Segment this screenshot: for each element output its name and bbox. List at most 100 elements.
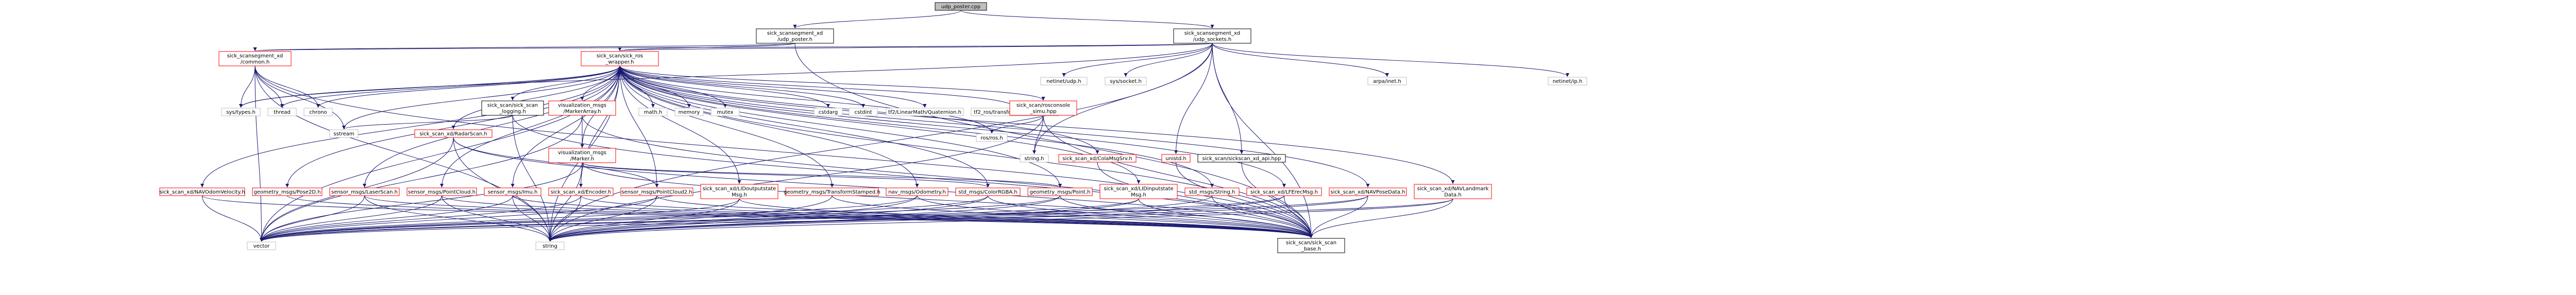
node-label: /MarkerArray.h xyxy=(564,109,601,115)
node-box xyxy=(1009,100,1077,116)
node-colarray[interactable]: sick_scan_xd/ColaMsgSrv.h xyxy=(1058,154,1137,163)
edge-ros_wrapper_h-to-radar_scan xyxy=(451,65,620,130)
edge-lidoutput-to-scan_base xyxy=(739,198,1313,238)
node-label: unistd.h xyxy=(1165,156,1186,162)
node-sick_scan_logging[interactable]: sick_scan/sick_scan_logging.h xyxy=(481,100,544,116)
node-tf2_quat: tf2/LinearMath/Quaternion.h xyxy=(886,108,964,116)
node-label: visualization_msgs xyxy=(558,103,606,109)
node-box xyxy=(548,100,616,116)
node-radar_scan[interactable]: sick_scan_xd/RadarScan.h xyxy=(414,129,493,138)
node-box xyxy=(700,184,778,199)
edge-lidoutput-to-vector xyxy=(260,198,740,242)
node-colorrgba[interactable]: std_msgs/ColorRGBA.h xyxy=(955,187,1021,196)
node-pointcloud[interactable]: sensor_msgs/PointCloud.h xyxy=(406,187,477,196)
node-lferec[interactable]: sick_scan_xd/LFErecMsg.h xyxy=(1246,187,1322,196)
node-label: chrono xyxy=(309,110,327,115)
node-label: sensor_msgs/PointCloud2.h xyxy=(621,189,692,195)
node-box xyxy=(484,187,541,196)
node-sickscan_xd_api[interactable]: sick_scan/sickscan_xd_api.hpp xyxy=(1197,154,1286,163)
node-encoder[interactable]: sick_scan_xd/Encoder.h xyxy=(548,187,614,196)
node-scan_base[interactable]: sick_scan/sick_scan_base.h xyxy=(1277,238,1345,253)
edge-colorrgba-to-vector xyxy=(260,195,988,242)
node-box xyxy=(1027,187,1093,196)
node-box xyxy=(1246,187,1322,196)
edge-ros_wrapper_h-to-cstdint xyxy=(619,65,865,108)
edge-tf_stamped-to-scan_base xyxy=(832,195,1313,238)
edge-navodom_vel-to-vector xyxy=(202,195,263,242)
edge-unistd-to-scan_base xyxy=(1176,162,1313,238)
edge-ros_wrapper_h-to-scan_base xyxy=(619,65,1313,238)
edge-common_h-to-scan_base xyxy=(255,65,1313,238)
node-box xyxy=(638,108,668,116)
node-label: sick_scan/sick_scan xyxy=(1286,240,1336,246)
node-geom_pose2d[interactable]: geometry_msgs/Pose2D.h xyxy=(252,187,323,196)
node-label: sstream xyxy=(333,131,354,137)
node-label: geometry_msgs/Point.h xyxy=(1030,189,1091,195)
node-label: nav_msgs/Odometry.h xyxy=(888,189,946,195)
edge-radar_scan-to-scan_base xyxy=(453,137,1313,238)
node-imu[interactable]: sensor_msgs/Imu.h xyxy=(484,187,541,196)
edge-vis_marker-to-vector xyxy=(260,162,583,242)
node-nav_odom[interactable]: nav_msgs/Odometry.h xyxy=(886,187,948,196)
node-geom_point[interactable]: geometry_msgs/Point.h xyxy=(1027,187,1093,196)
edge-vis_marker-to-string xyxy=(548,162,583,242)
node-label: sick_scan_xd/LFErecMsg.h xyxy=(1250,189,1318,195)
node-label: _wrapper.h xyxy=(605,60,634,65)
node-label: sick_scansegment_xd xyxy=(1184,31,1241,37)
edge-ros_wrapper_h-to-lidoutput xyxy=(619,65,741,184)
edge-navpose-to-scan_base xyxy=(1309,195,1368,238)
node-box xyxy=(1197,154,1286,163)
node-vis_marker_array[interactable]: visualization_msgs/MarkerArray.h xyxy=(548,100,616,116)
node-box xyxy=(1367,77,1407,85)
node-unistd[interactable]: unistd.h xyxy=(1161,154,1191,163)
node-label: netinet/udp.h xyxy=(1046,79,1081,84)
node-std_string[interactable]: std_msgs/String.h xyxy=(1184,187,1240,196)
node-label: cstdint xyxy=(854,110,872,115)
edge-lidoutput-to-string xyxy=(548,198,740,242)
node-label: sick_scan_xd/NAVPoseData.h xyxy=(1330,189,1405,195)
node-label: /common.h xyxy=(241,60,269,65)
edge-colorrgba-to-scan_base xyxy=(988,195,1313,238)
node-sys_socket: sys/socket.h xyxy=(1105,77,1147,85)
node-laserscan[interactable]: sensor_msgs/LaserScan.h xyxy=(329,187,400,196)
node-box xyxy=(414,129,493,138)
node-udp_poster_h[interactable]: sick_scansegment_xd/udp_poster.h xyxy=(756,28,834,44)
edge-udp_sockets_h-to-arpa_inet xyxy=(1212,43,1389,77)
node-vis_marker[interactable]: visualization_msgs/Marker.h xyxy=(548,148,616,163)
node-label: geometry_msgs/TransformStamped.h xyxy=(784,189,880,195)
node-label: geometry_msgs/Pose2D.h xyxy=(253,189,320,195)
node-label: memory xyxy=(679,110,700,115)
node-common_h[interactable]: sick_scansegment_xd/common.h xyxy=(218,51,292,66)
node-box xyxy=(955,187,1021,196)
node-label: thread xyxy=(274,110,291,115)
edge-udp_sockets_h-to-sickscan_xd_api xyxy=(1212,43,1244,154)
edge-geom_point-to-vector xyxy=(260,195,1060,242)
node-box xyxy=(406,187,477,196)
node-box xyxy=(548,187,614,196)
node-tf_stamped[interactable]: geometry_msgs/TransformStamped.h xyxy=(784,187,880,196)
edge-udp_poster_h-to-common_h xyxy=(253,43,795,51)
node-box xyxy=(814,108,843,116)
node-box xyxy=(886,187,948,196)
edge-ros_wrapper_h-to-pointcloud xyxy=(440,65,620,188)
node-sstream: sstream xyxy=(329,129,359,138)
edge-udp_sockets_h-to-string_h xyxy=(1032,43,1213,154)
edge-ros_wrapper_h-to-pointcloud2 xyxy=(619,65,659,188)
node-ros_wrapper_h[interactable]: sick_scan/sick_ros_wrapper.h xyxy=(581,51,659,66)
edge-sick_scan_logging-to-scan_base xyxy=(512,115,1313,238)
node-rosconsole_simu[interactable]: sick_scan/rosconsole_simu.hpp xyxy=(1009,100,1077,116)
edge-ros_wrapper_h-to-cstdarg xyxy=(619,65,830,108)
node-pointcloud2[interactable]: sensor_msgs/PointCloud2.h xyxy=(620,187,693,196)
file-nodes: udp_poster.cppsick_scansegment_xd/udp_po… xyxy=(159,2,1587,253)
node-navpose[interactable]: sick_scan_xd/NAVPoseData.h xyxy=(1329,187,1407,196)
node-label: sensor_msgs/Imu.h xyxy=(488,189,538,195)
node-label: cstdarg xyxy=(819,110,838,115)
node-udp_sockets_h[interactable]: sick_scansegment_xd/udp_sockets.h xyxy=(1173,28,1251,44)
node-label: sys/socket.h xyxy=(1110,79,1142,84)
node-box xyxy=(976,133,1008,142)
node-navodom_vel[interactable]: sick_scan_xd/NAVOdomVelocity.h xyxy=(159,187,245,196)
